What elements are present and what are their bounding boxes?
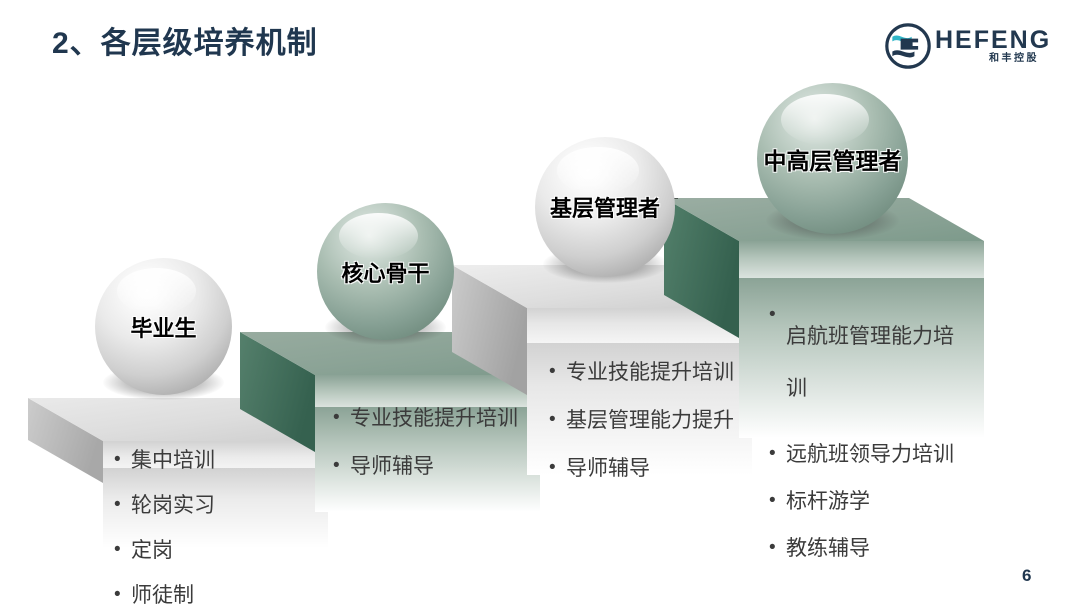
sphere-senior-manager: 中高层管理者 [757,83,908,241]
list-item: 导师辅导 [333,456,543,477]
list-item: 轮岗实习 [114,495,314,516]
sphere-body [535,137,675,277]
sphere-core-backbone: 核心骨干 [317,203,454,346]
sphere-highlight [781,93,869,145]
list-item: 定岗 [114,540,314,561]
list-item: 标杆游学 [769,491,984,512]
sphere-highlight [557,146,639,195]
company-logo: HEFENG 和丰控股 [885,20,1060,72]
bullets-senior-manager: 启航班管理能力培 训 远航班领导力培训 标杆游学 教练辅导 [769,305,984,583]
list-item: 基层管理能力提升 [549,410,759,431]
sphere-highlight [116,267,197,315]
hefeng-emblem-icon [885,23,931,69]
sphere-highlight [338,212,419,260]
list-item: 专业技能提升培训 [333,408,543,429]
list-item: 导师辅导 [549,458,759,479]
list-item: 启航班管理能力培 训 [769,305,984,420]
sphere-body [95,258,232,395]
page-title: 2、各层级培养机制 [52,27,318,60]
list-item: 集中培训 [114,450,314,471]
list-item: 远航班领导力培训 [769,444,984,465]
page-number: 6 [1022,566,1032,585]
bullets-core-backbone: 专业技能提升培训 导师辅导 [333,408,543,501]
sphere-body [757,83,908,234]
logo-wordmark: HEFENG [935,26,1052,54]
sphere-body [317,203,454,340]
logo-subtitle: 和丰控股 [989,53,1039,64]
list-item: 师徒制 [114,585,314,606]
bullets-graduate: 集中培训 轮岗实习 定岗 师徒制 [114,450,314,608]
bullets-frontline-manager: 专业技能提升培训 基层管理能力提升 导师辅导 [549,362,759,503]
list-item: 教练辅导 [769,538,984,559]
sphere-frontline-manager: 基层管理者 [535,137,675,283]
list-item: 专业技能提升培训 [549,362,759,383]
sphere-graduate: 毕业生 [95,258,232,401]
